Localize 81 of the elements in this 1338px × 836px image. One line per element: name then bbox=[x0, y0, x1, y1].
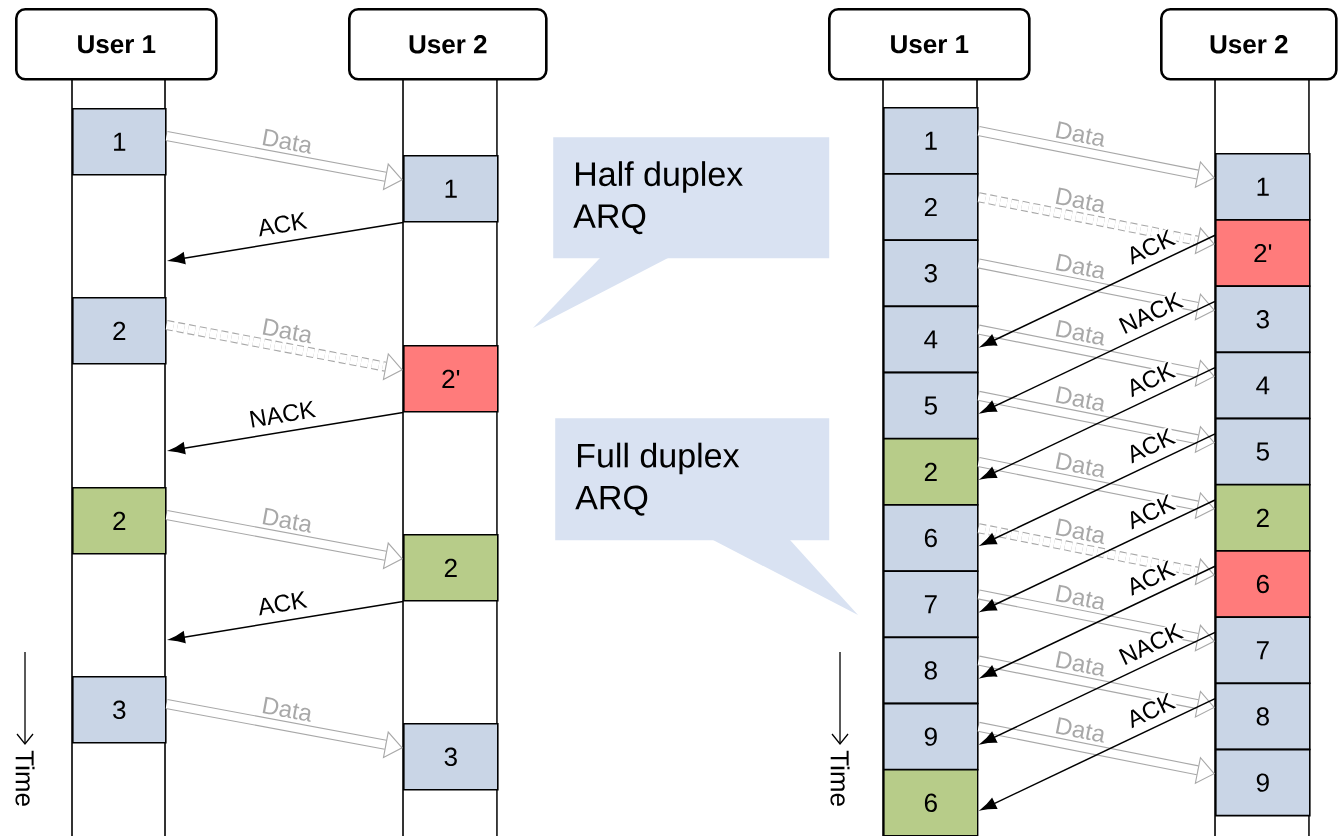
hollow-arrow bbox=[977, 192, 1215, 255]
frame-box: 5 bbox=[1215, 417, 1311, 486]
frame-box: 9 bbox=[883, 702, 979, 771]
edge-label: Data bbox=[259, 127, 315, 156]
frame-box: 9 bbox=[1215, 748, 1311, 817]
hollow-arrow bbox=[977, 258, 1215, 321]
frame-box: 2 bbox=[883, 438, 979, 506]
frame-box: 7 bbox=[883, 570, 979, 638]
hollow-arrow bbox=[977, 655, 1215, 718]
frame-box: 2 bbox=[72, 487, 167, 555]
frame-box: 6 bbox=[1215, 550, 1311, 618]
edge-label: ACK bbox=[1123, 359, 1178, 399]
frame-box: 1 bbox=[403, 155, 499, 223]
frame-box: 3 bbox=[403, 723, 499, 791]
frame-box: 4 bbox=[883, 305, 979, 374]
edge-label: Data bbox=[1052, 384, 1108, 414]
edge-label: ACK bbox=[1123, 690, 1178, 730]
arrow bbox=[169, 221, 404, 265]
edge-label: Data bbox=[1052, 583, 1108, 612]
callout-bubble: Full duplex ARQ bbox=[555, 418, 858, 615]
frame-box: 1 bbox=[883, 107, 979, 175]
frame-box: 2' bbox=[403, 345, 499, 413]
edge-label: Data bbox=[1052, 450, 1108, 480]
arrow bbox=[980, 234, 1216, 347]
edge-label: ACK bbox=[255, 589, 310, 617]
edge-label: Data bbox=[259, 695, 315, 724]
edge-label: ACK bbox=[1123, 558, 1178, 598]
arrow bbox=[980, 631, 1216, 745]
user-box: User 2 bbox=[1160, 8, 1338, 81]
edge-label: Data bbox=[1052, 252, 1108, 281]
frame-box: 8 bbox=[883, 636, 979, 705]
edge-label: ACK bbox=[1123, 227, 1178, 267]
hollow-arrow bbox=[165, 510, 403, 570]
frame-box: 7 bbox=[1215, 616, 1311, 684]
edge-label: Data bbox=[1052, 517, 1108, 546]
callout-bubble: Half duplex ARQ bbox=[533, 137, 830, 328]
hollow-arrow bbox=[977, 589, 1215, 652]
frame-box: 2 bbox=[1215, 484, 1311, 552]
frame-box: 6 bbox=[883, 769, 979, 836]
frame-box: 2' bbox=[1215, 219, 1311, 287]
arrow bbox=[169, 411, 404, 455]
frame-box: 6 bbox=[883, 504, 979, 572]
edge-label: ACK bbox=[1123, 492, 1178, 532]
user-box: User 1 bbox=[15, 8, 218, 81]
edge-label: Data bbox=[259, 506, 315, 535]
edge-label: Data bbox=[1052, 318, 1108, 347]
arrow bbox=[169, 600, 404, 644]
frame-box: 2 bbox=[403, 534, 499, 602]
axis-label: Time bbox=[15, 750, 35, 806]
edge-label: ACK bbox=[1123, 425, 1178, 465]
edge-label: ACK bbox=[255, 210, 310, 238]
hollow-arrow bbox=[165, 699, 403, 759]
arrow bbox=[980, 300, 1216, 414]
user-box: User 1 bbox=[828, 8, 1031, 81]
arrow bbox=[980, 433, 1216, 546]
axis-label: Time bbox=[830, 750, 850, 806]
frame-box: 3 bbox=[883, 239, 979, 307]
arrow bbox=[980, 366, 1216, 480]
user-box: User 2 bbox=[348, 8, 548, 81]
hollow-arrow bbox=[165, 320, 403, 381]
edge-label: Data bbox=[1052, 186, 1108, 215]
edge-label: Data bbox=[1052, 649, 1108, 678]
frame-box: 8 bbox=[1215, 682, 1311, 751]
frame-box: 1 bbox=[1215, 153, 1311, 221]
frame-box: 2 bbox=[883, 173, 979, 241]
arrow bbox=[980, 499, 1216, 612]
hollow-arrow bbox=[977, 324, 1215, 387]
hollow-arrow bbox=[165, 131, 403, 191]
arrow bbox=[980, 697, 1216, 811]
frame-box: 5 bbox=[883, 371, 979, 440]
arrow bbox=[980, 565, 1216, 678]
frame-box: 3 bbox=[1215, 285, 1311, 353]
frame-box: 1 bbox=[72, 108, 167, 176]
hollow-arrow bbox=[977, 523, 1215, 586]
edge-label: NACK bbox=[246, 399, 318, 430]
edge-label: Data bbox=[1052, 715, 1108, 745]
frame-box: 3 bbox=[72, 676, 167, 744]
frame-box: 2 bbox=[72, 297, 167, 365]
edge-label: Data bbox=[1052, 119, 1108, 149]
edge-label: Data bbox=[259, 316, 315, 345]
frame-box: 4 bbox=[1215, 351, 1311, 420]
